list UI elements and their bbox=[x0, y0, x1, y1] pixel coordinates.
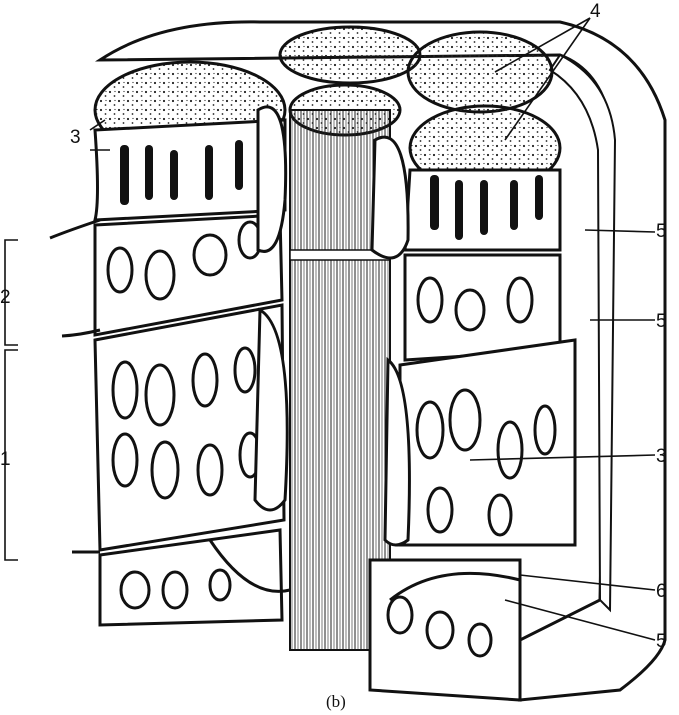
interstitial-canals bbox=[253, 105, 411, 547]
osteon-top-center-back bbox=[278, 25, 422, 85]
osteon-top-right-back bbox=[406, 30, 554, 114]
label-4: 4 bbox=[590, 1, 601, 22]
blood-vessels bbox=[49, 218, 521, 602]
leader-lines bbox=[4, 17, 656, 641]
figure-caption: (b) bbox=[326, 692, 346, 711]
label-1: 1 bbox=[0, 449, 11, 470]
label-3-right: 3 bbox=[656, 446, 667, 467]
label-5-b: 5 bbox=[656, 311, 667, 332]
lamellar-slits bbox=[120, 140, 543, 240]
label-6: 6 bbox=[656, 581, 667, 602]
label-5-a: 5 bbox=[656, 221, 667, 242]
label-3-top-left: 3 bbox=[70, 127, 81, 148]
label-5-c: 5 bbox=[656, 631, 667, 652]
periosteum-band bbox=[548, 53, 617, 613]
osteocyte-lacunae bbox=[106, 220, 557, 658]
label-2: 2 bbox=[0, 287, 11, 308]
